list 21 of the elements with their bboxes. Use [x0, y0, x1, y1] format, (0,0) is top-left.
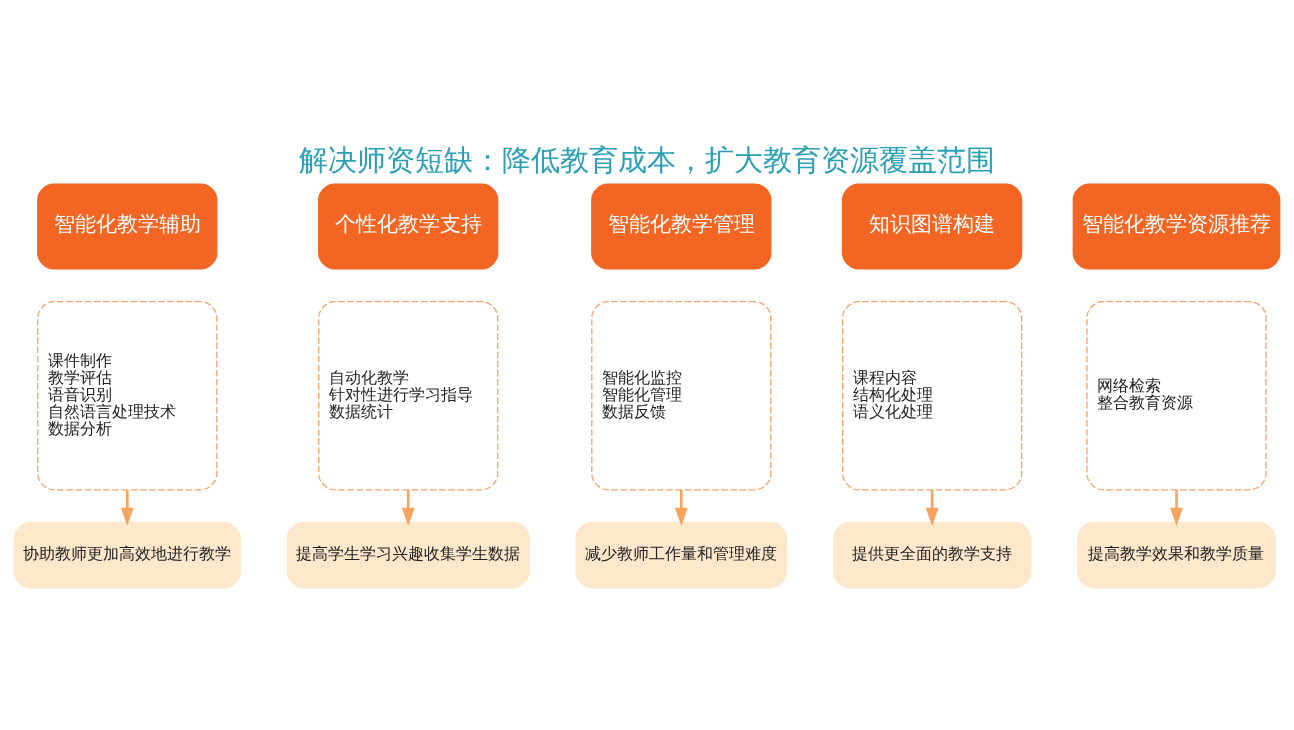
node-box: 提高教学效果和教学质量: [1077, 521, 1276, 589]
node-box: 网络检索 整合教育资源: [1086, 300, 1267, 491]
arrow: [674, 490, 688, 527]
node-box: 智能化监控 智能化管理 数据反馈: [591, 300, 772, 491]
node-box: 智能化教学辅助: [37, 183, 218, 270]
node-box: 课件制作 教学评估 语音识别 自然语言处理技术 数据分析: [37, 300, 218, 491]
node-box: 课程内容 结构化处理 语义化处理: [842, 300, 1023, 491]
arrow: [925, 490, 939, 527]
arrow: [401, 490, 415, 527]
arrow: [1170, 490, 1183, 527]
node-box: 协助教师更加高效地进行教学: [13, 521, 241, 589]
node-box: 提供更全面的教学支持: [832, 521, 1032, 589]
arrow: [120, 490, 134, 527]
diagram-title: 解决师资短缺：降低教育成本，扩大教育资源覆盖范围: [299, 143, 995, 178]
node-box: 智能化教学管理: [591, 183, 772, 270]
node-box: 减少教师工作量和管理难度: [575, 521, 788, 589]
node-box: 自动化教学 针对性进行学习指导 数据统计: [318, 300, 499, 491]
node-box: 提高学生学习兴趣收集学生数据: [286, 521, 530, 589]
node-box: 个性化教学支持: [318, 183, 499, 270]
node-box: 知识图谱构建: [842, 183, 1023, 270]
node-box: 智能化教学资源推荐: [1072, 183, 1281, 270]
